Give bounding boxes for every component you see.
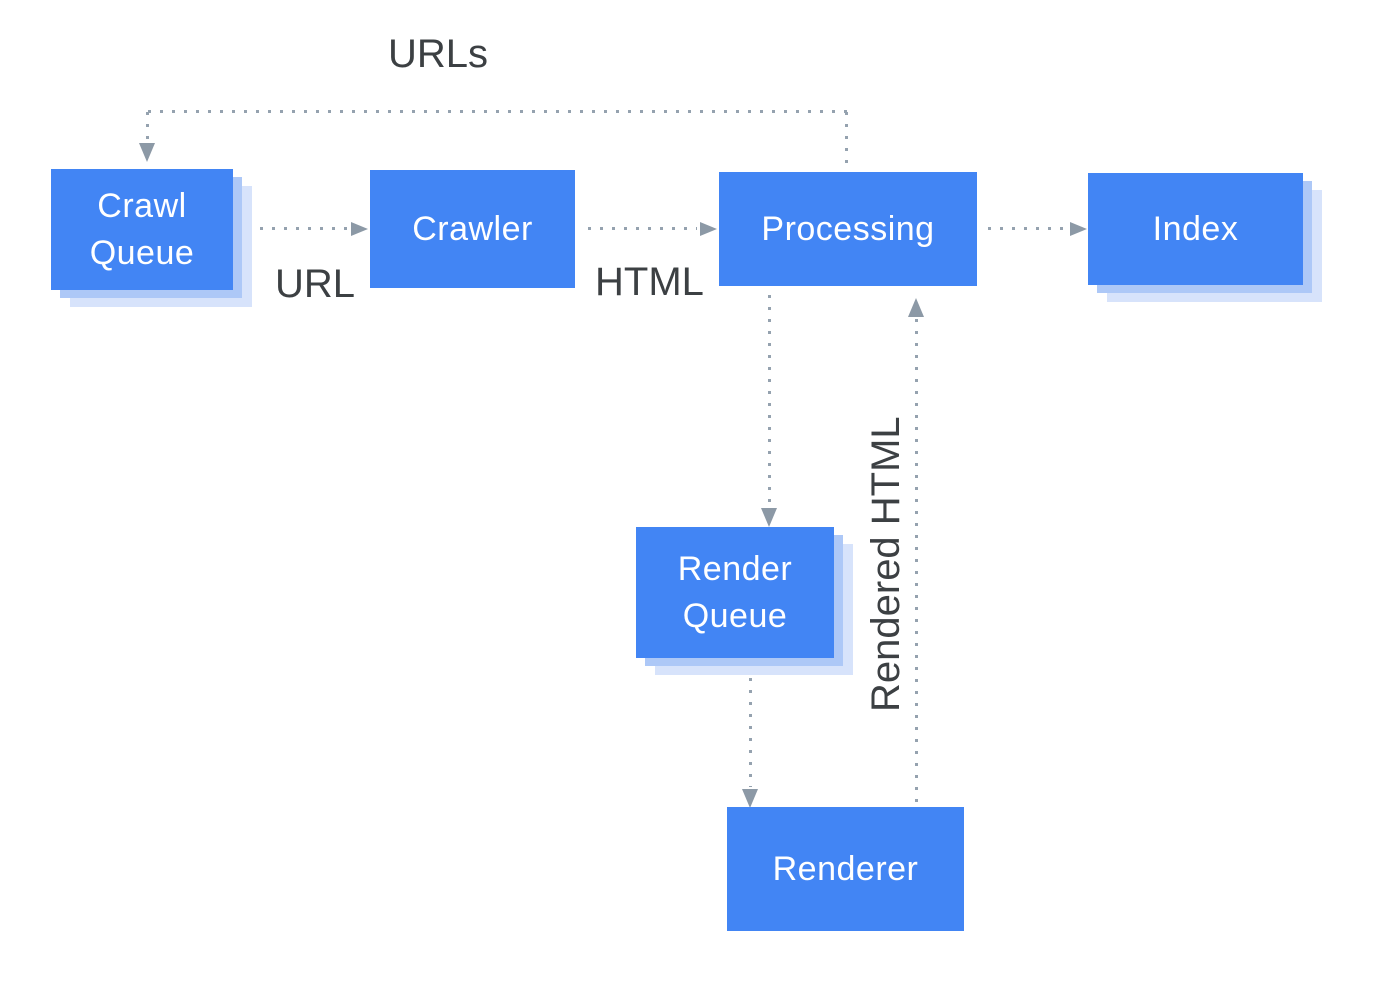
edge-renderqueue-to-renderer-line [749, 678, 752, 787]
arrowhead-into-crawler [351, 222, 368, 236]
edge-label-urls: URLs [388, 32, 489, 76]
arrowhead-into-processing [700, 222, 717, 236]
node-renderer: Renderer [727, 807, 964, 931]
node-render-queue: Render Queue [636, 527, 834, 658]
edge-processing-to-index-line [988, 227, 1068, 230]
node-renderer-label: Renderer [772, 849, 919, 888]
node-processing-label: Processing [761, 209, 935, 248]
node-crawl-queue: Crawl Queue [51, 169, 233, 290]
node-index-label: Index [1152, 209, 1239, 248]
edge-processing-to-crawlqueue-line-left [146, 112, 149, 142]
arrowhead-into-render-queue [761, 508, 777, 527]
node-index: Index [1088, 173, 1303, 285]
arrowhead-up-into-processing [908, 298, 924, 317]
edge-crawler-to-processing-line [588, 227, 697, 230]
edge-renderer-to-processing-line [915, 319, 918, 807]
node-crawler: Crawler [370, 170, 575, 288]
edge-label-html: HTML [595, 260, 704, 304]
node-render-queue-label: Render Queue [677, 549, 793, 635]
arrowhead-into-renderer [742, 789, 758, 808]
node-crawl-queue-label: Crawl Queue [89, 186, 195, 272]
edge-processing-to-crawlqueue-line-right [845, 112, 848, 170]
edge-label-url: URL [275, 262, 356, 306]
arrowhead-into-crawl-queue [139, 143, 155, 162]
edge-processing-to-renderqueue-line [768, 295, 771, 505]
node-crawler-label: Crawler [412, 209, 533, 248]
edge-processing-to-crawlqueue-line-horizontal [148, 110, 848, 113]
edge-crawlqueue-to-crawler-line [248, 227, 348, 230]
arrowhead-into-index [1070, 222, 1087, 236]
node-processing: Processing [719, 172, 977, 286]
edge-label-rendered-html: Rendered HTML [864, 416, 908, 712]
